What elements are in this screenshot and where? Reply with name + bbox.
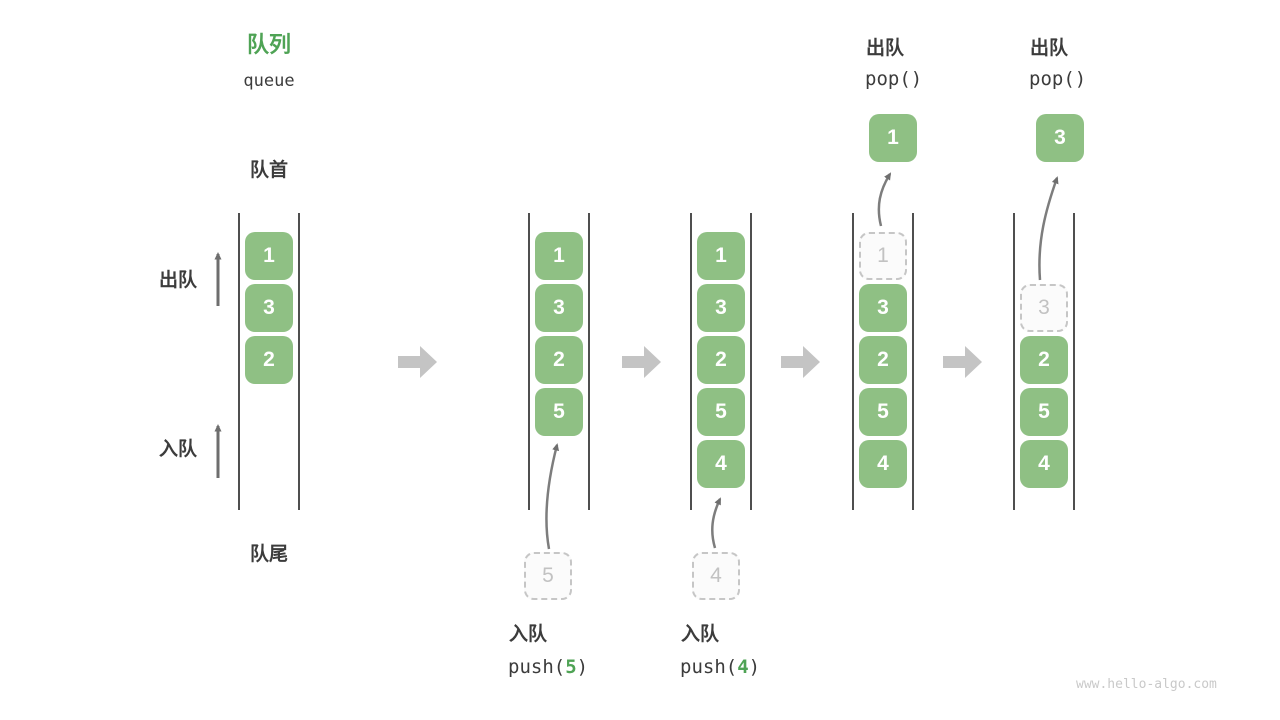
label-enqueue-left: 入队: [158, 439, 197, 460]
queue-cell: 4: [859, 440, 907, 488]
queue-cell: 1: [697, 232, 745, 280]
code-close: ): [576, 656, 589, 678]
queue-cell: 3: [697, 284, 745, 332]
queue-cell: 1: [245, 232, 293, 280]
queue-cell: 1: [535, 232, 583, 280]
queue-cell: 2: [245, 336, 293, 384]
dequeue-action-label: 出队: [1030, 38, 1069, 59]
title-zh: 队列: [246, 32, 291, 57]
enqueue-action-label: 入队: [509, 624, 548, 645]
pop-code-label: pop(): [1029, 68, 1087, 90]
step-arrow-1-icon: [398, 346, 437, 378]
enqueue-action-label: 入队: [681, 624, 720, 645]
dequeue-action-label: 出队: [866, 38, 905, 59]
queue-cell: 3: [535, 284, 583, 332]
code-arg: 5: [565, 656, 577, 678]
pop-code-label: pop(): [865, 68, 923, 90]
push5-code-label: push(5): [508, 656, 588, 678]
staged-cell: 5: [524, 552, 572, 600]
label-dequeue-left: 出队: [158, 270, 197, 291]
popped-cell: 1: [869, 114, 917, 162]
queue-cell: 5: [1020, 388, 1068, 436]
staged-cell: 4: [692, 552, 740, 600]
popped-cell: 3: [1036, 114, 1084, 162]
step-arrow-4-icon: [943, 346, 982, 378]
step-arrow-3-icon: [781, 346, 820, 378]
queue-cell: 2: [859, 336, 907, 384]
queue-channel-1: [238, 213, 300, 510]
ghost-cell: 1: [859, 232, 907, 280]
queue-cell: 4: [697, 440, 745, 488]
queue-channel-4: [852, 213, 914, 510]
code-arg: 4: [737, 656, 749, 678]
push4-code-label: push(4): [680, 656, 760, 678]
queue-cell: 3: [859, 284, 907, 332]
code-open: push(: [508, 656, 566, 678]
watermark: www.hello-algo.com: [1076, 677, 1217, 692]
code-close: ): [748, 656, 761, 678]
queue-cell: 3: [245, 284, 293, 332]
step-arrow-2-icon: [622, 346, 661, 378]
queue-cell: 2: [697, 336, 745, 384]
label-queue-rear: 队尾: [249, 544, 288, 565]
queue-cell: 2: [1020, 336, 1068, 384]
queue-cell: 5: [535, 388, 583, 436]
queue-cell: 5: [697, 388, 745, 436]
queue-cell: 2: [535, 336, 583, 384]
queue-cell: 4: [1020, 440, 1068, 488]
title-en: queue: [243, 71, 295, 91]
queue-channel-3: [690, 213, 752, 510]
queue-channel-5: [1013, 213, 1075, 510]
label-queue-front: 队首: [249, 160, 288, 181]
ghost-cell: 3: [1020, 284, 1068, 332]
code-open: push(: [680, 656, 738, 678]
queue-channel-2: [528, 213, 590, 510]
queue-cell: 5: [859, 388, 907, 436]
